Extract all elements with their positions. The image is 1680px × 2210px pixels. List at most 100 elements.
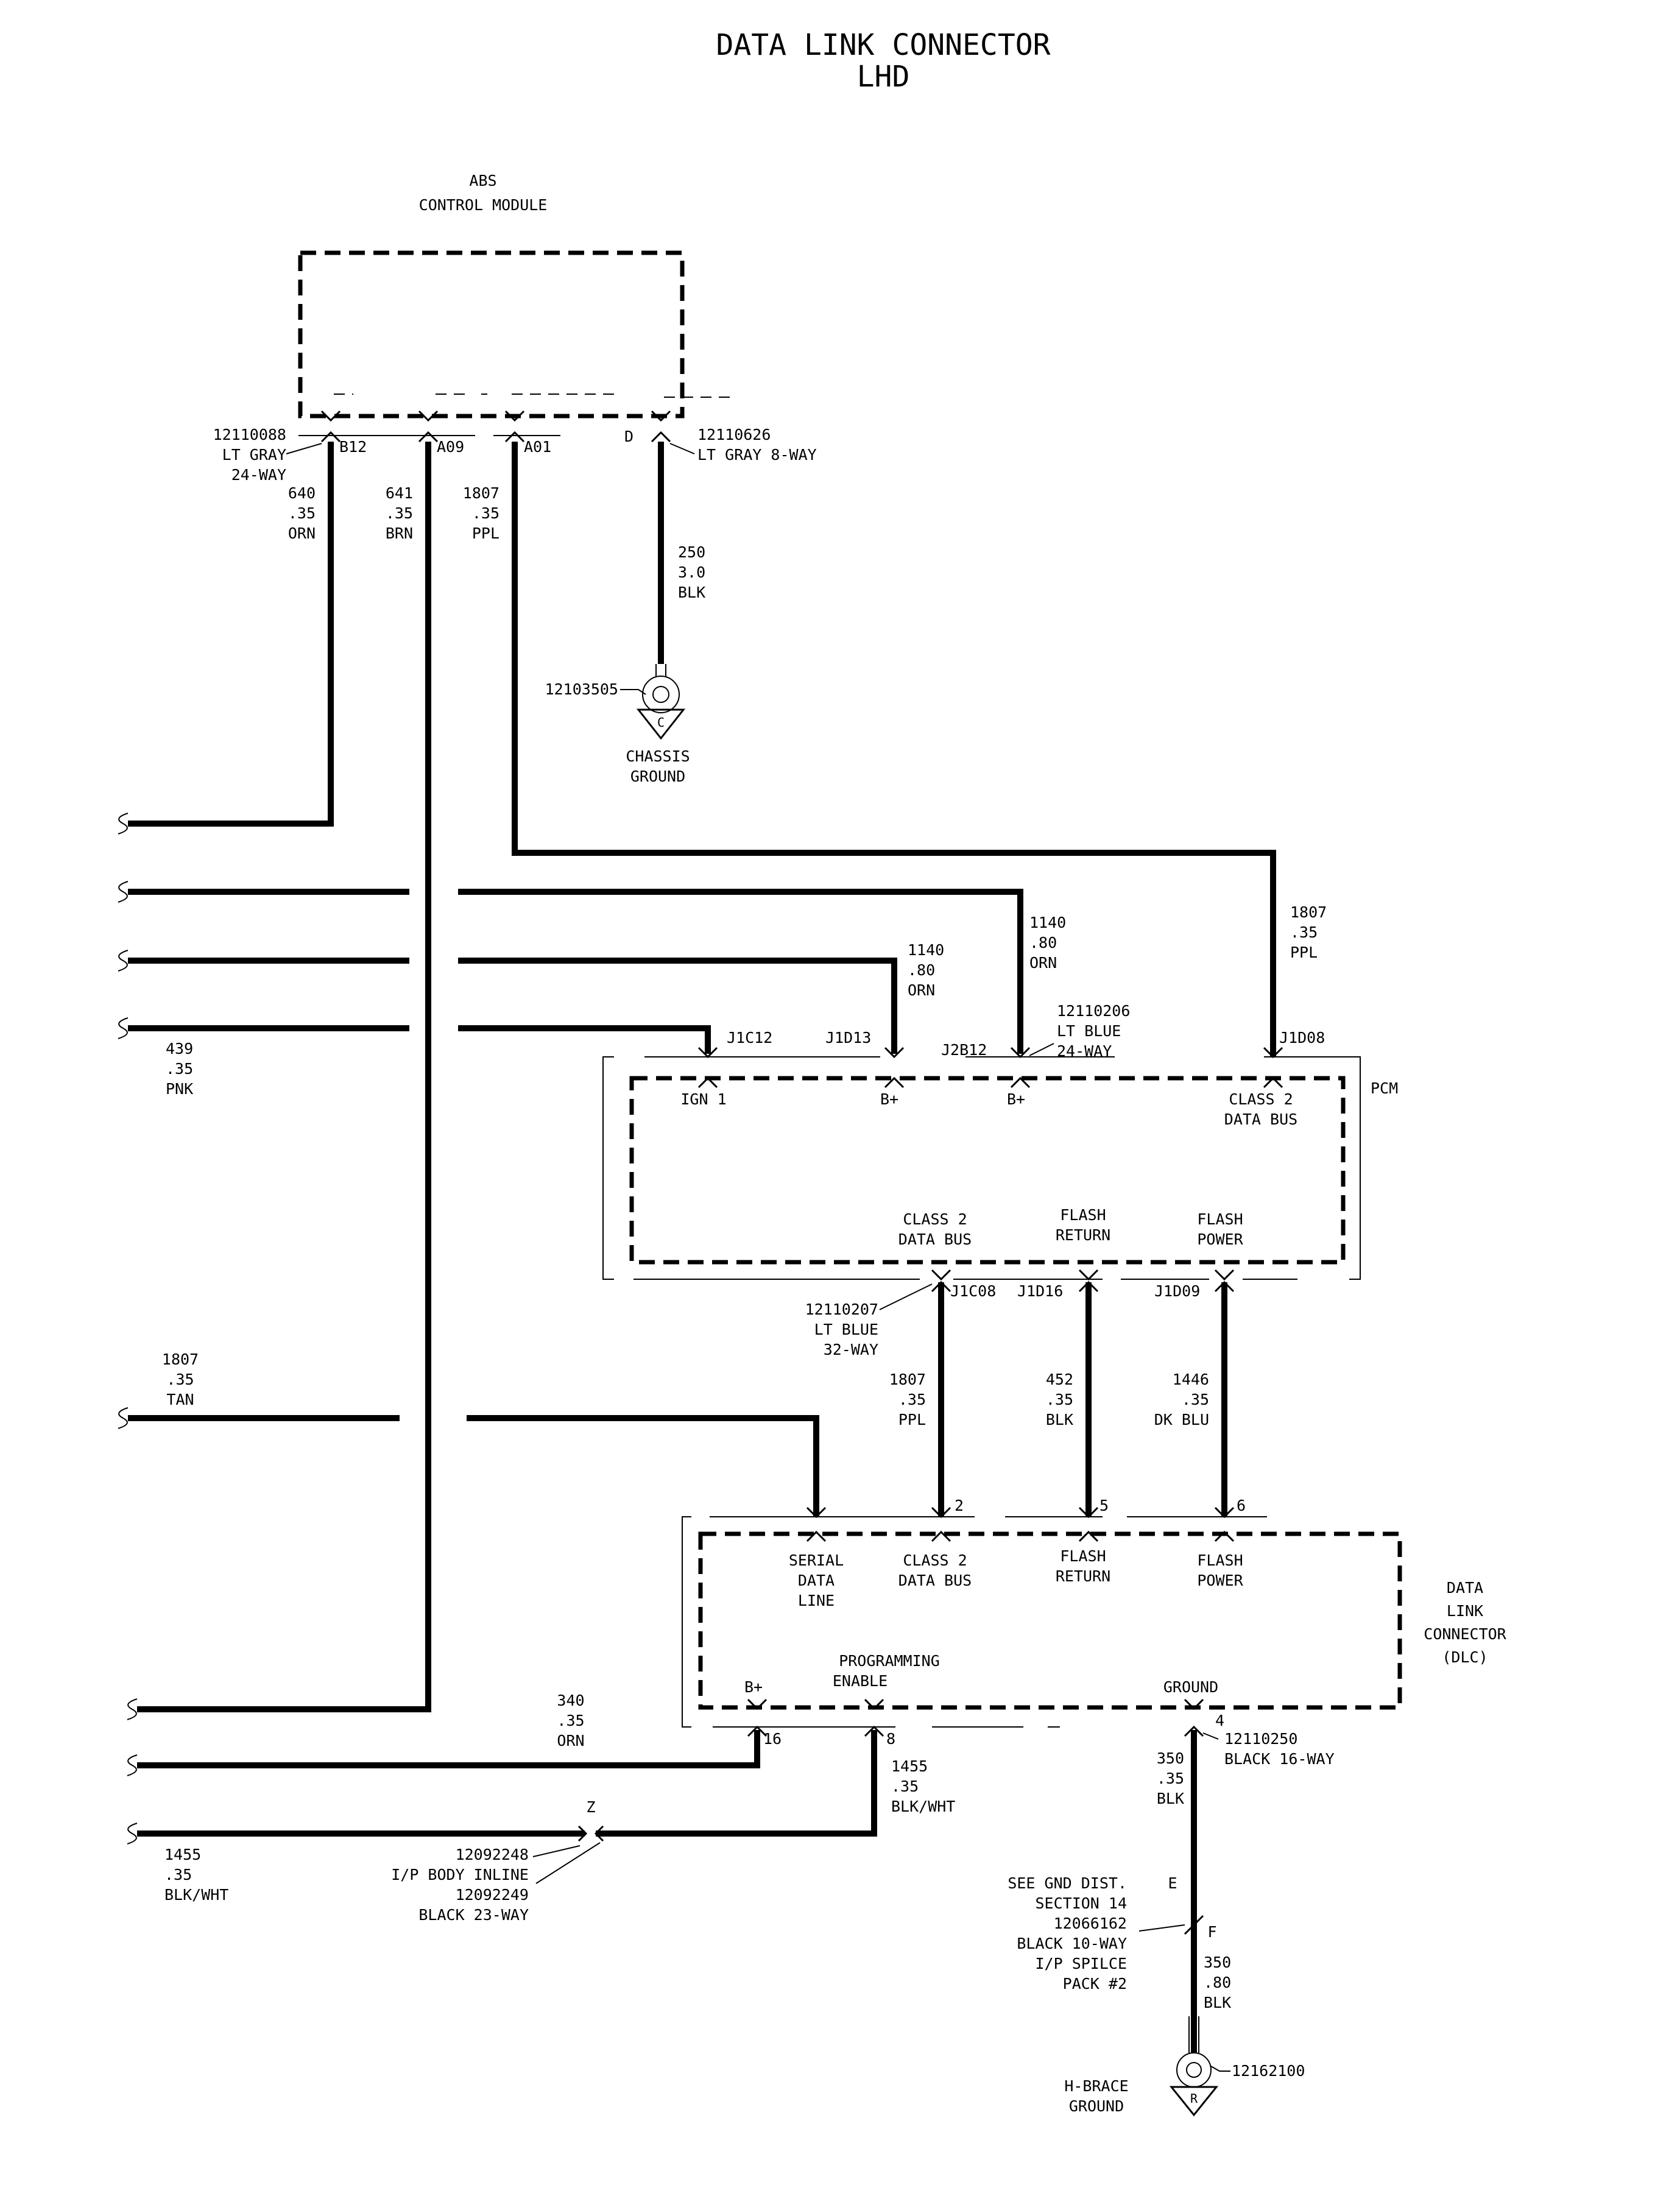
dlc-flash-power: FLASH (1197, 1552, 1243, 1569)
dlc-class2-2: DATA BUS (898, 1572, 972, 1589)
wire-1807-right-label: 1807 (1290, 903, 1327, 921)
pcm-pin-j1c08: J1C08 (950, 1282, 996, 1300)
wire-1455-right-color: BLK/WHT (891, 1798, 955, 1815)
wire-250-color: BLK (678, 584, 705, 601)
inline-connector-line1: 12092248 (456, 1846, 529, 1863)
chassis-ground-letter: C (657, 715, 665, 730)
wire-1807-top-color: PPL (472, 524, 499, 542)
abs-connector-desc-left-2: 24-WAY (231, 466, 286, 484)
dlc-pin-5: 5 (1099, 1497, 1109, 1514)
dlc-ground: GROUND (1163, 1678, 1218, 1696)
wire-1807-right-color: PPL (1290, 944, 1318, 961)
abs-control-module: ABS CONTROL MODULE B12 A09 A01 D 1211008… (213, 172, 817, 484)
dlc-pin-4: 4 (1215, 1712, 1224, 1729)
wire-439 (128, 1025, 711, 1054)
pcm-pin-j1d16: J1D16 (1017, 1282, 1063, 1300)
wire-1140-a-size: .80 (908, 961, 935, 979)
dlc-serial-data-line-2: DATA (798, 1572, 835, 1589)
pcm-bplus1-label: B+ (880, 1090, 898, 1108)
dlc-class2: CLASS 2 (903, 1552, 967, 1569)
dlc-flash-return-2: RETURN (1056, 1567, 1110, 1585)
wire-1455-left-label: 1455 (164, 1846, 201, 1863)
hbrace-ground: R 12162100 H-BRACE GROUND (1064, 2016, 1305, 2117)
abs-connector-part-left: 12110088 (213, 426, 286, 443)
hbrace-ground-label: H-BRACE (1064, 2077, 1128, 2095)
splice-pack-line5: I/P SPILCE (1035, 1955, 1127, 1972)
wire-1455-right (596, 1730, 877, 1837)
chassis-ground: C 12103505 CHASSIS GROUND (545, 664, 690, 785)
wire-1455-right-label: 1455 (891, 1757, 928, 1775)
pcm-connector-bottom-part: 12110207 (805, 1301, 878, 1318)
wire-250-label: 250 (678, 543, 705, 561)
wire-452-size: .35 (1046, 1391, 1073, 1408)
hbrace-ground-letter: R (1190, 2091, 1198, 2106)
dlc-pin-8: 8 (886, 1730, 895, 1748)
wire-1807-tan-color: TAN (166, 1391, 194, 1408)
pcm-module: PCM J1C12 J1D13 J2B12 J1D08 12110206 LT … (602, 1002, 1398, 1358)
wire-1807-mid-color: PPL (898, 1411, 926, 1428)
chassis-ground-label: CHASSIS (626, 747, 690, 765)
inline-connector-line3: 12092249 (456, 1886, 529, 1904)
wire-1455-left-size: .35 (164, 1866, 192, 1883)
diagram-title: DATA LINK CONNECTOR (716, 28, 1050, 62)
wire-640-size: .35 (288, 504, 316, 522)
pcm-connector-bottom-desc-2: 32-WAY (824, 1341, 878, 1358)
splice-letter-e: E (1168, 1874, 1177, 1892)
wire-641-color: BRN (386, 524, 413, 542)
wire-1140-b-label: 1140 (1029, 914, 1066, 931)
wire-350-top-size: .35 (1157, 1770, 1184, 1787)
dlc-programming-enable-2: ENABLE (833, 1672, 888, 1690)
chassis-ground-label-2: GROUND (630, 768, 685, 785)
abs-module-name: ABS (469, 172, 496, 189)
wire-439-label: 439 (166, 1040, 193, 1057)
wire-350-top-color: BLK (1157, 1790, 1184, 1807)
abs-pin-b12: B12 (339, 438, 367, 456)
wire-1807-mid-size: .35 (898, 1391, 926, 1408)
wire-350-bottom-label: 350 (1204, 1954, 1231, 1971)
wire-340-label: 340 (557, 1692, 584, 1709)
wire-340 (137, 1730, 760, 1768)
dlc-name-3: CONNECTOR (1424, 1625, 1506, 1643)
pcm-connector-bottom-desc: LT BLUE (814, 1321, 878, 1338)
wire-641-label: 641 (386, 484, 413, 502)
wire-1807-tan (128, 1415, 819, 1517)
splice-pack: E F SEE GND DIST. SECTION 14 12066162 BL… (1008, 1874, 1216, 1993)
wire-1807-top-size: .35 (472, 504, 499, 522)
pcm-connector-top-desc-2: 24-WAY (1057, 1042, 1112, 1060)
wire-1140-a-color: ORN (908, 981, 935, 999)
data-link-connector: 2 5 6 SERIAL DATA LINE CLASS 2 DATA BUS … (682, 1497, 1507, 1768)
wire-1807-top-label: 1807 (463, 484, 499, 502)
wire-439-size: .35 (166, 1060, 193, 1078)
pcm-flash-return-2: RETURN (1056, 1226, 1110, 1244)
wire-350-bottom-color: BLK (1204, 1994, 1231, 2011)
wire-1455-left-color: BLK/WHT (164, 1886, 228, 1904)
dlc-flash-return: FLASH (1060, 1547, 1106, 1565)
pcm-pin-j1d09: J1D09 (1154, 1282, 1200, 1300)
pcm-bplus2-label: B+ (1007, 1090, 1025, 1108)
wire-1140-a-label: 1140 (908, 941, 944, 959)
wire-640-color: ORN (288, 524, 316, 542)
wire-1446-size: .35 (1182, 1391, 1209, 1408)
dlc-connector-desc: BLACK 16-WAY (1224, 1750, 1335, 1768)
wire-350-bottom-size: .80 (1204, 1974, 1231, 1991)
abs-connector-desc-left: LT GRAY (222, 446, 286, 464)
abs-pin-a09: A09 (437, 438, 464, 456)
splice-pack-line6: PACK #2 (1063, 1975, 1127, 1993)
pcm-pin-j1d08: J1D08 (1279, 1029, 1325, 1047)
pcm-pin-j1c12: J1C12 (727, 1029, 772, 1047)
wire-439-color: PNK (166, 1080, 193, 1098)
wire-452-color: BLK (1046, 1411, 1073, 1428)
wire-640 (128, 442, 334, 827)
wire-1446-label: 1446 (1173, 1371, 1209, 1388)
wire-1455-right-size: .35 (891, 1778, 919, 1795)
wire-1140-b-size: .80 (1029, 934, 1057, 951)
dlc-name: DATA (1447, 1579, 1483, 1597)
splice-pack-line3: 12066162 (1054, 1915, 1127, 1932)
pcm-pin-j2b12: J2B12 (941, 1041, 987, 1059)
pcm-connector-top-desc: LT BLUE (1057, 1022, 1121, 1040)
diagram-subtitle: LHD (857, 60, 910, 94)
wire-1807-tan-size: .35 (166, 1371, 194, 1388)
pcm-class2-top: CLASS 2 (1229, 1090, 1293, 1108)
inline-connector-letter: Z (586, 1798, 595, 1816)
